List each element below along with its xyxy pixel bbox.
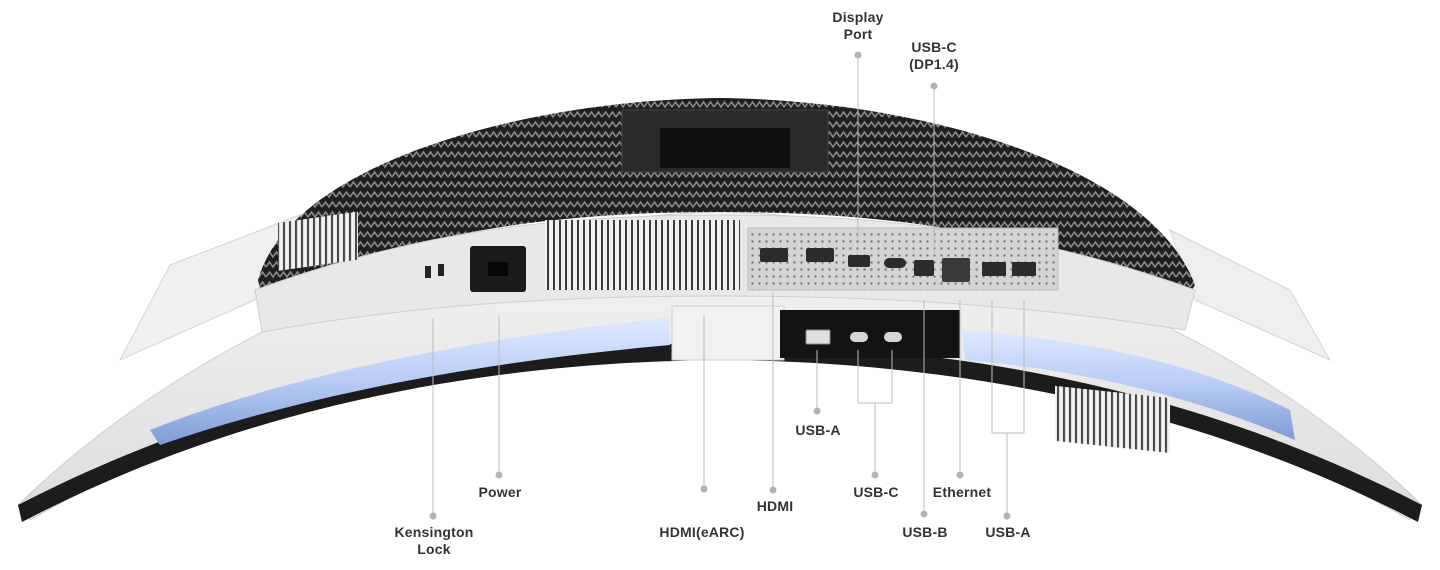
label-usb-a-front: USB-A — [795, 422, 841, 438]
label-kensington-line1: Kensington — [394, 524, 474, 540]
label-usb-c-dp-line1: USB-C — [911, 39, 957, 55]
kensington-slot — [425, 266, 431, 278]
label-usb-c-dp: USB-C (DP1.4) — [909, 39, 959, 73]
label-display-port: Display Port — [832, 9, 883, 43]
vent-left-small — [278, 211, 358, 271]
label-usb-c: USB-C — [853, 484, 899, 500]
label-display-port-line1: Display — [832, 9, 884, 25]
label-display-port-line2: Port — [843, 26, 873, 42]
label-kensington-lock: Kensington Lock — [395, 524, 474, 558]
label-kensington-line2: Lock — [417, 541, 451, 557]
leader-lines — [432, 55, 1025, 514]
vent-left-center — [545, 220, 740, 290]
label-usb-b: USB-B — [902, 524, 948, 540]
light-strip-left — [150, 318, 670, 445]
label-power: Power — [478, 484, 522, 500]
label-ethernet: Ethernet — [932, 484, 992, 500]
label-usb-c-dp-line2: (DP1.4) — [909, 56, 959, 72]
label-hdmi-earc: HDMI(eARC) — [659, 524, 745, 540]
center-bezel — [671, 305, 785, 361]
shell-side-left — [118, 214, 302, 362]
vent-right — [1055, 385, 1170, 453]
rear-mesh — [258, 98, 1195, 300]
light-strip-right — [962, 330, 1295, 440]
label-usb-a-rear: USB-A — [985, 524, 1031, 540]
label-hdmi: HDMI — [756, 498, 794, 514]
leader-dots — [429, 51, 1011, 520]
